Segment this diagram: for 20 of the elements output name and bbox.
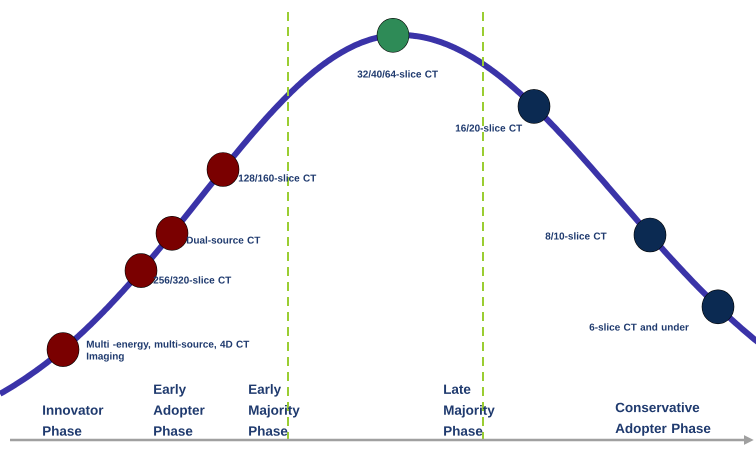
dot-label: 8/10-slice CT	[546, 232, 607, 240]
phase-label: Early Majority Phase	[249, 384, 300, 436]
marker-dot	[156, 216, 188, 251]
phase-label: Innovator Phase	[43, 406, 104, 436]
phase-label: Conservative Adopter Phase	[616, 402, 710, 436]
marker-dot	[46, 332, 80, 367]
dot-label: 16/20-slice CT	[456, 124, 522, 132]
marker-dot	[376, 18, 410, 53]
marker-dot	[634, 218, 666, 252]
phase-label: Late Majority Phase	[444, 384, 495, 436]
dot-label: 6-slice CT and under	[590, 323, 689, 331]
dot-label: 256/320-slice CT	[154, 276, 232, 284]
dot-label: 32/40/64-slice CT	[357, 70, 438, 78]
marker-dot	[518, 89, 550, 124]
dot-label: Dual-source CT	[186, 236, 260, 244]
phase-label: Early Adopter Phase	[154, 384, 205, 436]
marker-dot	[702, 290, 734, 324]
marker-dot	[206, 152, 240, 187]
dot-label: 128/160-slice CT	[238, 174, 316, 182]
dot-label: Multi -energy, multi-source, 4D CT Imaging	[86, 340, 250, 362]
